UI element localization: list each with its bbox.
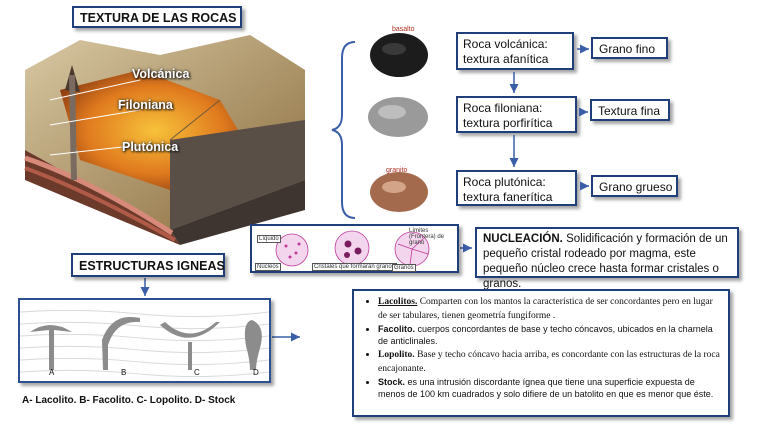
nucleation-label-liquido: Líquido [257,235,281,243]
nucleation-label-cristales: Cristales que formarán granos [312,263,397,271]
structures-description-list: Lacolitos. Comparten con los mantos la c… [352,289,730,417]
desc-lopolito: Base y techo cóncavo hacia arriba, es co… [378,350,720,374]
nucleation-illustration [275,230,430,267]
rock-label-line2: textura afanítica [463,52,549,66]
nucleation-diagram: Líquido Núcleos Cristales que formarán g… [250,224,459,273]
term-lopolito: Lopolito. [378,350,415,360]
nucleation-label-nucleos: Núcleos [255,263,281,271]
term-lacolitos: Lacolitos. [378,297,418,307]
structures-caption: A- Lacolito. B- Facolito. C- Lopolito. D… [22,395,236,406]
structure-letter-a: A [49,368,55,377]
label-volcanic: Volcánica [132,67,190,81]
granite-photo [370,172,428,212]
rock-label-line2: textura porfirítica [463,116,553,130]
grain-box-coarse: Grano grueso [591,175,678,197]
nucleation-body: Solidificación y formación de un pequeño… [483,233,728,290]
structure-letter-b: B [121,368,127,377]
structure-letter-d: D [253,368,259,377]
structures-illustration [20,309,269,378]
desc-facolito: cuerpos concordantes de base y techo cón… [378,323,713,347]
rock-tag-basalto: basalto [392,26,415,33]
rock-label-filonian: Roca filoniana: textura porfirítica [456,96,577,133]
rock-tag-granito: granito [386,167,408,174]
landscape-illustration [24,35,305,245]
rock-label-line1: Roca volcánica: [463,37,548,51]
label-plutonic: Plutónica [122,140,179,154]
nucleation-label-granos: Granos [392,264,416,272]
porphyry-photo [368,97,428,137]
rock-label-plutonic: Roca plutónica: textura fanerítica [456,170,577,206]
rock-label-volcanic: Roca volcánica: textura afanítica [456,32,574,70]
nucleation-label-limites: Límites (Frontera) de grano [409,228,445,246]
basalt-photo [370,33,428,77]
list-item-stock: Stock. es una intrusión discordante ígne… [378,376,720,401]
structure-letter-c: C [194,368,200,377]
nucleation-heading: NUCLEACIÓN. [483,233,563,245]
rock-label-line2: textura fanerítica [463,190,553,204]
term-facolito: Facolito. [378,323,416,334]
desc-stock: es una intrusión discordante ígnea que t… [378,376,714,400]
rock-label-line1: Roca filoniana: [463,101,543,115]
grain-box-fine: Grano fino [591,37,668,59]
curly-brace [331,41,356,219]
igneous-structures-drawing: A B C D [18,298,271,383]
nucleation-text-box: NUCLEACIÓN. Solidificación y formación d… [475,227,739,290]
list-item-lopolito: Lopolito. Base y techo cóncavo hacia arr… [378,348,720,375]
list-item-facolito: Facolito. cuerpos concordantes de base y… [378,323,720,348]
desc-lacolitos: Comparten con los mantos la característi… [378,297,713,321]
rock-label-line1: Roca plutónica: [463,175,546,189]
structures-title: ESTRUCTURAS IGNEAS [71,253,225,277]
label-filonian: Filoniana [118,98,173,112]
texture-title: TEXTURA DE LAS ROCAS [72,6,242,28]
term-stock: Stock. [378,376,406,387]
grain-box-fine-texture: Textura fina [590,99,670,121]
list-item-lacolitos: Lacolitos. Comparten con los mantos la c… [378,295,720,322]
